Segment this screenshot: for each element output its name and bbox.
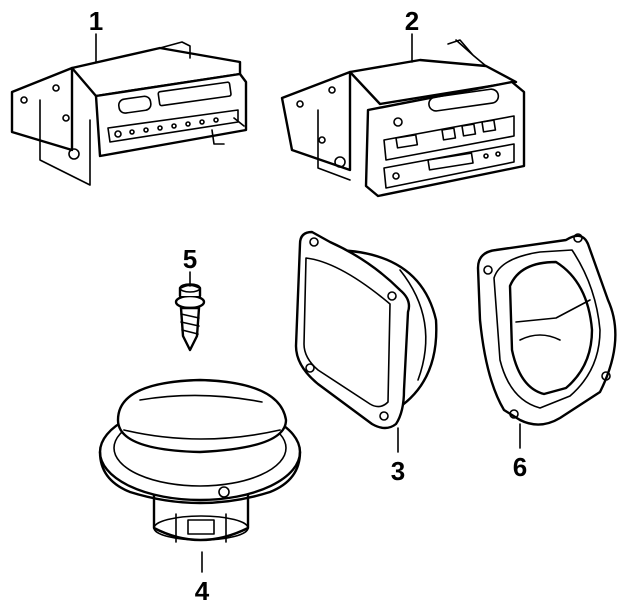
- speaker-grille-3[interactable]: [294, 230, 438, 430]
- leader-lines: [95, 33, 521, 573]
- callout-2: 2: [405, 6, 419, 36]
- callout-6: 6: [513, 452, 527, 482]
- speaker-adapter-6[interactable]: [476, 233, 617, 426]
- speaker-4[interactable]: [98, 378, 302, 543]
- radio-receiver-1[interactable]: [10, 41, 248, 186]
- callout-3: 3: [391, 456, 405, 486]
- radio-receiver-2[interactable]: [280, 39, 526, 198]
- callout-5: 5: [183, 244, 197, 274]
- screw-5[interactable]: [174, 283, 206, 352]
- callout-1: 1: [89, 6, 103, 36]
- callout-4: 4: [195, 576, 210, 606]
